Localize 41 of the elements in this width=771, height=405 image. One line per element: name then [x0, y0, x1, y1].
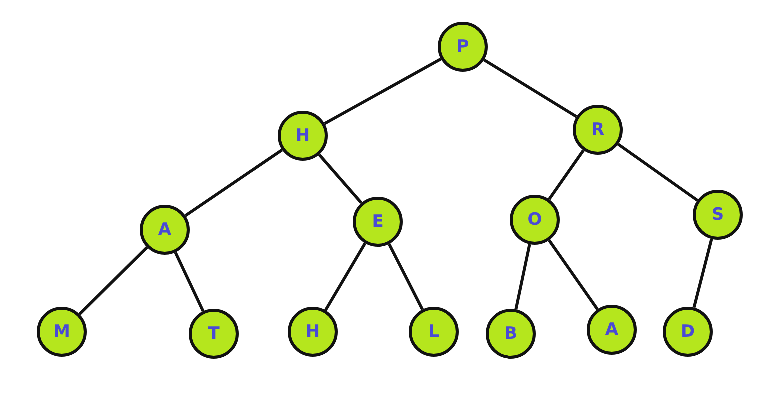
tree-edge-line	[174, 252, 205, 312]
tree-edge-line	[184, 148, 284, 218]
node-label: T	[208, 324, 220, 344]
node-label: A	[158, 220, 172, 240]
tree-node-circle	[693, 190, 743, 240]
tree-node-circle	[140, 205, 190, 255]
tree-edge-line	[548, 240, 599, 310]
node-label: O	[528, 210, 542, 230]
tree-node-circle	[486, 309, 536, 359]
tree-edge-line	[692, 238, 714, 308]
tree-edge-line	[388, 244, 424, 310]
tree-node-circle	[278, 111, 328, 161]
tree-node-circle	[409, 307, 459, 357]
tree-node-circle	[663, 307, 713, 357]
tree-edge-line	[484, 58, 578, 118]
node-label: L	[428, 322, 440, 342]
tree-node-circle	[573, 105, 623, 155]
tree-node-circle	[37, 307, 87, 357]
node-label: B	[504, 324, 518, 344]
tree-node-circle	[510, 195, 560, 245]
tree-node-circle	[288, 307, 338, 357]
node-label: R	[591, 120, 605, 140]
tree-edge-line	[324, 242, 367, 312]
node-label: M	[54, 322, 70, 342]
node-label: P	[456, 37, 470, 57]
node-label: H	[306, 322, 320, 342]
tree-edge-line	[318, 154, 363, 204]
tree-edge-line	[548, 150, 585, 200]
node-label: H	[296, 126, 310, 146]
tree-edge-line	[618, 143, 698, 202]
node-label: D	[680, 322, 696, 342]
tree-edge-line	[514, 244, 532, 310]
node-label: A	[605, 320, 619, 340]
tree-edge-line	[324, 58, 442, 126]
tree-node-circle	[587, 305, 637, 355]
node-label: S	[712, 205, 724, 225]
tree-node-circle	[438, 22, 488, 72]
node-label: E	[372, 212, 384, 232]
tree-node-circle	[189, 309, 239, 359]
tree-node-circle	[353, 197, 403, 247]
tree-edge-line	[78, 246, 148, 316]
